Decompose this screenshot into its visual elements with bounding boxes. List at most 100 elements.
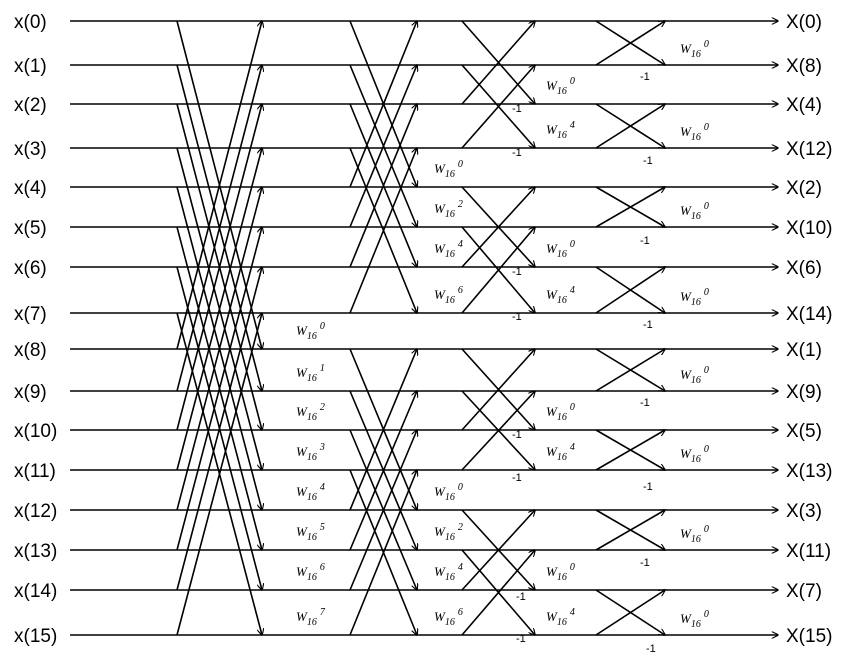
butterfly-edge (595, 267, 665, 314)
twiddle-factor: W166 (296, 562, 325, 583)
butterfly-edge (176, 187, 262, 511)
butterfly-edge (595, 349, 665, 392)
butterfly-edge (349, 104, 417, 268)
minus-one-label: -1 (512, 103, 522, 115)
output-label: X(14) (786, 304, 832, 325)
input-label: x(13) (14, 541, 57, 562)
twiddle-factor: W160 (546, 239, 575, 260)
twiddle-factor: W160 (680, 122, 709, 143)
twiddle-factor: W160 (680, 524, 709, 545)
minus-one-label: -1 (512, 266, 522, 278)
twiddle-factor: W162 (434, 522, 463, 543)
minus-one-labels: -1-1-1-1-1-1-1-1-1-1-1-1-1-1-1-1 (512, 71, 656, 655)
twiddle-factor: W161 (296, 363, 325, 384)
minus-one-label: -1 (512, 472, 522, 484)
minus-one-label: -1 (643, 481, 653, 493)
input-label: x(2) (14, 95, 47, 116)
input-label: x(8) (14, 340, 47, 361)
twiddle-factor: W160 (546, 402, 575, 423)
input-label: x(14) (14, 581, 57, 602)
minus-one-label: -1 (640, 71, 650, 83)
signal-wires (70, 21, 778, 635)
twiddle-factor: W160 (434, 159, 463, 180)
twiddle-factor: W160 (680, 39, 709, 60)
butterfly-edge (176, 21, 262, 350)
input-label: x(4) (14, 178, 47, 199)
input-label: x(7) (14, 304, 47, 325)
butterfly-edge (176, 313, 262, 636)
twiddle-factor: W164 (546, 442, 575, 463)
butterfly-edge (595, 21, 665, 66)
minus-one-label: -1 (512, 311, 522, 323)
butterfly-edge (176, 267, 262, 591)
butterfly-edge (349, 470, 417, 636)
input-label: x(10) (14, 421, 57, 442)
twiddle-factor: W163 (296, 442, 325, 463)
output-label: X(7) (786, 581, 822, 602)
butterfly-edge (349, 65, 417, 228)
butterfly-edge (595, 104, 665, 149)
twiddle-factor: W160 (434, 482, 463, 503)
butterfly-edge (461, 349, 535, 431)
butterfly-edge (461, 391, 535, 471)
output-label: X(15) (786, 626, 832, 647)
butterfly-edge (461, 227, 535, 314)
input-label: x(3) (14, 139, 47, 160)
butterfly-edge (176, 104, 262, 431)
output-label: X(1) (786, 340, 822, 361)
twiddle-factors: W160W161W162W163W164W165W166W167W160W162… (296, 39, 709, 630)
output-label: X(8) (786, 56, 822, 77)
butterfly-edge (461, 510, 535, 591)
minus-one-label: -1 (516, 633, 526, 645)
input-label: x(0) (14, 12, 47, 33)
twiddle-factor: W165 (296, 522, 325, 543)
twiddle-factor: W164 (296, 482, 325, 503)
output-label: X(10) (786, 218, 832, 239)
butterfly-edge (461, 65, 535, 149)
minus-one-label: -1 (640, 557, 650, 569)
twiddle-factor: W160 (296, 321, 325, 342)
input-label: x(11) (14, 461, 56, 482)
twiddle-factor: W160 (680, 201, 709, 222)
minus-one-label: -1 (640, 397, 650, 409)
output-label: X(13) (786, 461, 832, 482)
butterfly-edge (176, 65, 262, 392)
minus-one-label: -1 (643, 319, 653, 331)
twiddle-factor: W164 (434, 239, 463, 260)
twiddle-factor: W164 (434, 562, 463, 583)
output-label: X(0) (786, 12, 822, 33)
minus-one-label: -1 (516, 591, 526, 603)
input-label: x(15) (14, 626, 57, 647)
node-labels: x(0)X(0)x(1)X(8)x(2)X(4)x(3)X(12)x(4)X(2… (14, 12, 832, 647)
butterfly-edge (595, 430, 665, 471)
butterfly-edge (349, 391, 417, 551)
twiddle-factor: W160 (680, 365, 709, 386)
twiddle-factor: W160 (680, 287, 709, 308)
input-label: x(5) (14, 218, 47, 239)
minus-one-label: -1 (643, 155, 653, 167)
butterfly-edge (349, 21, 417, 188)
minus-one-label: -1 (646, 643, 656, 655)
output-label: X(12) (786, 139, 832, 160)
butterfly-edge (461, 21, 535, 105)
butterfly-edge (595, 187, 665, 228)
output-label: X(6) (786, 258, 822, 279)
output-label: X(4) (786, 95, 822, 116)
butterfly-edge (595, 590, 665, 636)
output-label: X(5) (786, 421, 822, 442)
twiddle-factor: W166 (434, 607, 463, 628)
twiddle-factor: W162 (434, 199, 463, 220)
output-label: X(3) (786, 501, 822, 522)
minus-one-label: -1 (512, 147, 522, 159)
butterfly-edge (349, 349, 417, 511)
twiddle-factor: W160 (546, 76, 575, 97)
butterfly-edge (176, 148, 262, 471)
twiddle-factor: W166 (434, 285, 463, 306)
input-label: x(9) (14, 382, 47, 403)
output-label: X(9) (786, 382, 822, 403)
output-label: X(2) (786, 178, 822, 199)
butterfly-edge (176, 227, 262, 551)
twiddle-factor: W160 (546, 562, 575, 583)
twiddle-factor: W164 (546, 607, 575, 628)
